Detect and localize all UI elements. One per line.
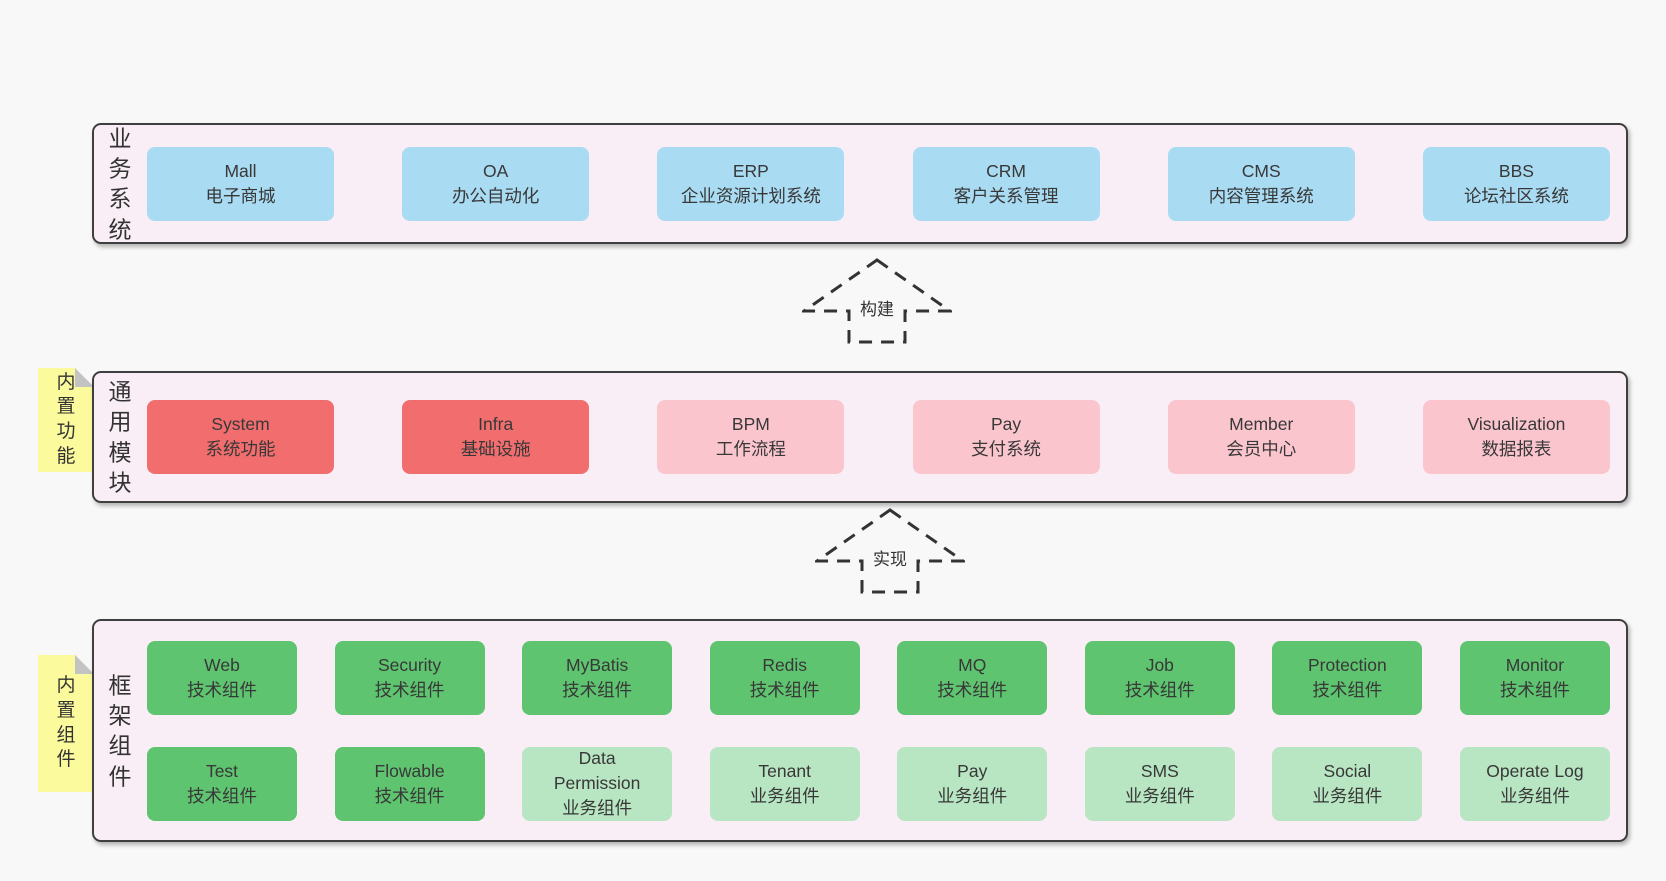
box-member: Member 会员中心 [1167, 400, 1355, 474]
box-mall: Mall 电子商城 [147, 146, 334, 221]
box-oa: OA 办公自动化 [402, 146, 590, 221]
box-test: Test 技术组件 [147, 746, 297, 821]
box-sms: SMS 业务组件 [1084, 746, 1235, 821]
business-row: Mall 电子商城 OA 办公自动化 ERP 企业资源计划系统 CRM 客户关系… [147, 146, 1610, 221]
box-pay: Pay 支付系统 [912, 400, 1100, 474]
section-side-label: 框架组件 [108, 671, 132, 789]
sticky-label: 内置功能 [56, 371, 76, 467]
arrow-build: 构建 [802, 258, 952, 344]
sticky-built-in-features: 内置功能 [38, 368, 94, 472]
box-social: Social 业务组件 [1272, 746, 1423, 821]
box-cms: CMS 内容管理系统 [1167, 146, 1355, 221]
section-side-label: 通用模块 [108, 378, 132, 496]
box-crm: CRM 客户关系管理 [912, 146, 1100, 221]
box-data-permission: Data Permission 业务组件 [522, 746, 673, 821]
box-job: Job 技术组件 [1084, 640, 1235, 715]
box-mybatis: MyBatis 技术组件 [522, 640, 673, 715]
box-bpm: BPM 工作流程 [657, 400, 845, 474]
section-framework-components: 框架组件 Web 技术组件 Security 技术组件 MyBatis 技术组件… [92, 619, 1628, 842]
arrow-implement: 实现 [815, 508, 965, 594]
box-tenant: Tenant 业务组件 [709, 746, 860, 821]
box-flowable: Flowable 技术组件 [334, 746, 485, 821]
box-security: Security 技术组件 [334, 640, 485, 715]
box-infra: Infra 基础设施 [402, 400, 590, 474]
arrow-label: 构建 [857, 294, 897, 321]
box-bbs: BBS 论坛社区系统 [1422, 146, 1610, 221]
arrow-up-icon [802, 258, 952, 344]
box-system: System 系统功能 [147, 400, 334, 474]
section-common-modules: 通用模块 System 系统功能 Infra 基础设施 BPM 工作流程 Pay… [92, 371, 1628, 503]
box-pay-biz: Pay 业务组件 [897, 746, 1048, 821]
box-visualization: Visualization 数据报表 [1422, 400, 1610, 474]
box-operate-log: Operate Log 业务组件 [1459, 746, 1610, 821]
box-erp: ERP 企业资源计划系统 [657, 146, 845, 221]
section-business-systems: 业务系统 Mall 电子商城 OA 办公自动化 ERP 企业资源计划系统 CRM… [92, 123, 1628, 244]
sticky-label: 内置组件 [56, 675, 76, 771]
section-side-label: 业务系统 [108, 124, 132, 242]
modules-row: System 系统功能 Infra 基础设施 BPM 工作流程 Pay 支付系统… [147, 400, 1610, 474]
box-mq: MQ 技术组件 [897, 640, 1048, 715]
arrow-up-icon [815, 508, 965, 594]
components-row-1: Web 技术组件 Security 技术组件 MyBatis 技术组件 Redi… [147, 640, 1610, 715]
box-redis: Redis 技术组件 [709, 640, 860, 715]
arrow-label: 实现 [870, 544, 910, 571]
box-monitor: Monitor 技术组件 [1459, 640, 1610, 715]
sticky-built-in-components: 内置组件 [38, 655, 94, 792]
components-row-2: Test 技术组件 Flowable 技术组件 Data Permission … [147, 746, 1610, 821]
box-protection: Protection 技术组件 [1272, 640, 1423, 715]
box-web: Web 技术组件 [147, 640, 297, 715]
